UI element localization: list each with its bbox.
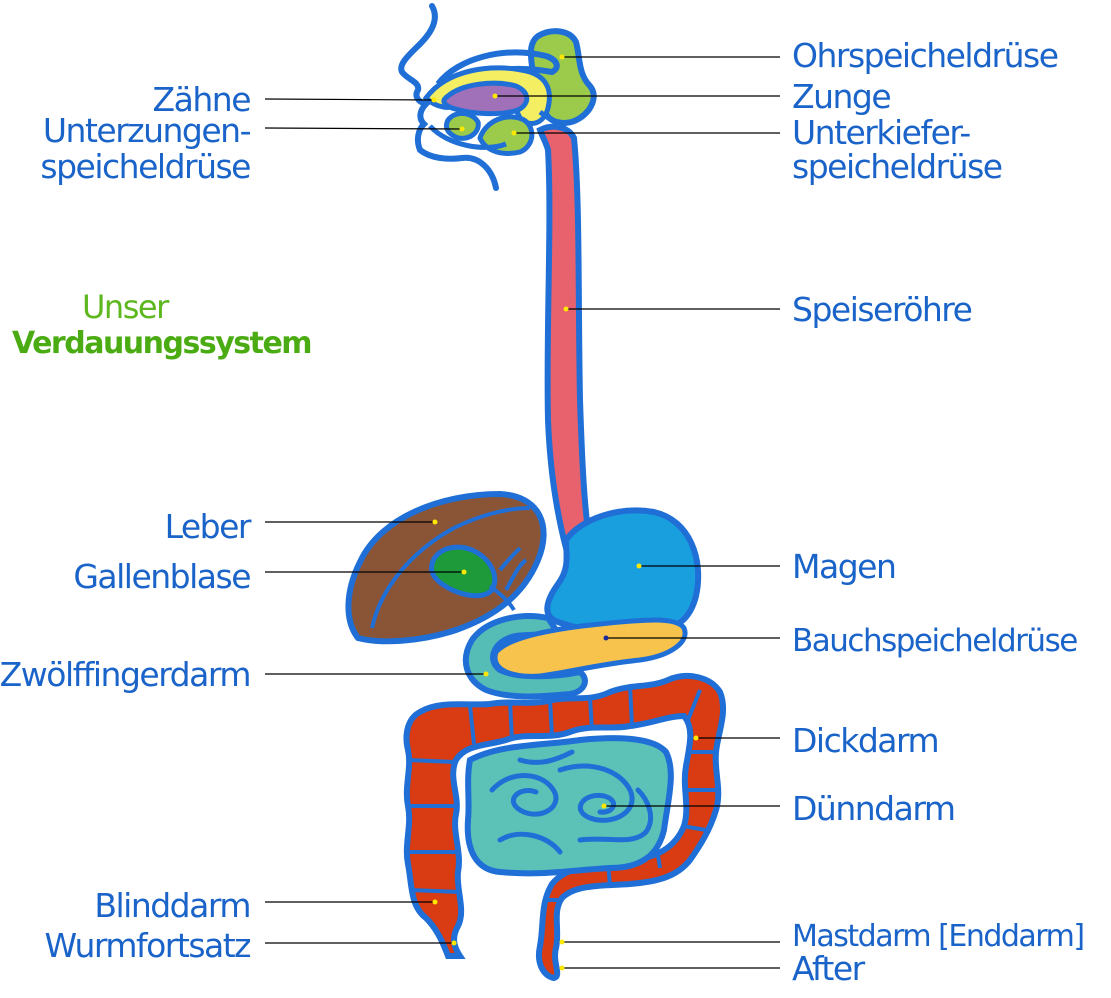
haustra-lines xyxy=(407,685,716,902)
throat-line xyxy=(538,109,567,127)
labels-left: Zähne Unterzungen- speicheldrüse Leber G… xyxy=(0,80,253,965)
small-intestine-loops xyxy=(489,749,653,855)
label-mastdarm: Mastdarm [Enddarm] xyxy=(792,919,1084,954)
label-dickdarm: Dickdarm xyxy=(792,721,938,760)
dot-duenndarm xyxy=(601,803,607,809)
dot-gallenblase xyxy=(461,569,467,575)
label-duenndarm: Dünndarm xyxy=(792,789,954,828)
duodenum xyxy=(462,613,588,700)
label-zaehne: Zähne xyxy=(153,80,251,119)
dot-ohrspeicheldruese xyxy=(559,54,565,60)
dot-zaehne xyxy=(431,97,437,103)
tongue-shape xyxy=(441,80,530,117)
dot-unterkiefer xyxy=(511,130,517,136)
label-blinddarm: Blinddarm xyxy=(94,886,250,925)
label-zunge: Zunge xyxy=(792,77,890,116)
label-after: After xyxy=(792,949,866,988)
labels-right: Ohrspeicheldrüse Zunge Unterkiefer- spei… xyxy=(792,36,1085,988)
label-ohrspeicheldruese: Ohrspeicheldrüse xyxy=(792,36,1058,75)
dot-bauchspeicheldruese xyxy=(603,635,609,641)
dot-dickdarm xyxy=(693,735,699,741)
submandibular-gland xyxy=(477,114,535,156)
label-gallenblase: Gallenblase xyxy=(73,557,250,596)
liver-vein xyxy=(370,506,531,629)
bile-duct xyxy=(488,546,528,612)
label-bauchspeicheldruese: Bauchspeicheldrüse xyxy=(792,623,1077,659)
title-line-1: Unser xyxy=(82,288,170,326)
dot-speiseroehre xyxy=(563,306,569,312)
leader-zaehne xyxy=(264,98,435,101)
face-profile xyxy=(398,3,499,191)
head-illustration xyxy=(398,3,597,191)
label-unterzungen-line2: speicheldrüse xyxy=(40,147,250,186)
dot-after xyxy=(559,965,565,971)
label-speiseroehre: Speiseröhre xyxy=(792,290,972,329)
small-intestine xyxy=(464,735,674,877)
title-line-2: Verdauungssystem xyxy=(12,326,311,361)
label-magen: Magen xyxy=(792,547,895,586)
dot-blinddarm xyxy=(432,899,438,905)
esophagus xyxy=(536,123,592,554)
label-zwoelffingerdarm: Zwölffingerdarm xyxy=(0,655,250,694)
pointer-dots xyxy=(431,54,699,971)
dot-wurmfortsatz xyxy=(451,940,457,946)
jaw-line xyxy=(428,124,507,150)
label-unterzungen-line1: Unterzungen- xyxy=(43,111,251,150)
dot-leber xyxy=(432,519,438,525)
label-leber: Leber xyxy=(165,507,252,546)
leader-unterzungen xyxy=(264,127,463,130)
leader-lines xyxy=(264,56,780,969)
dot-mastdarm xyxy=(559,939,565,945)
pancreas xyxy=(492,617,688,679)
dot-zwoelffingerdarm xyxy=(483,671,489,677)
dot-unterzungen xyxy=(459,126,465,132)
dot-zunge xyxy=(492,93,498,99)
label-unterkiefer-line2: speicheldrüse xyxy=(792,147,1002,186)
sublingual-gland xyxy=(443,111,481,141)
dot-magen xyxy=(636,563,642,569)
label-unterkiefer-line1: Unterkiefer- xyxy=(792,113,970,152)
label-wurmfortsatz: Wurmfortsatz xyxy=(45,926,251,965)
